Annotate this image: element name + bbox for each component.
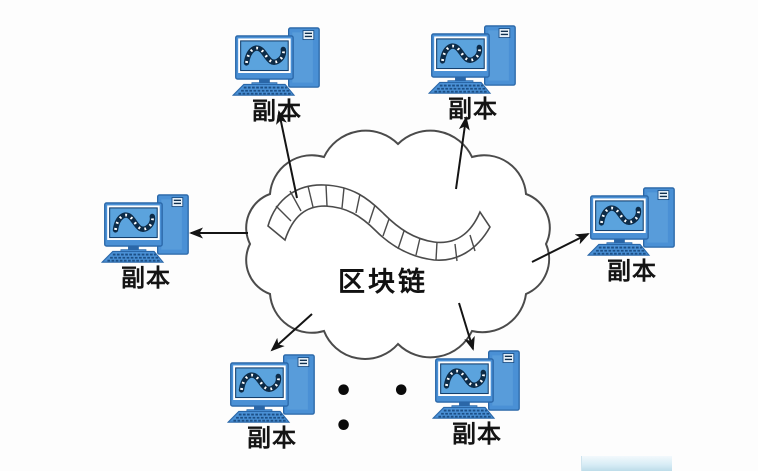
node-label: 副本 — [452, 420, 502, 448]
arrow-to-top-right — [455, 116, 470, 190]
cloud-label: 区块链 — [338, 267, 428, 298]
ellipsis-dots: • • • — [334, 374, 425, 444]
arrow-to-top-left — [276, 110, 298, 199]
node-label: 副本 — [247, 424, 297, 452]
computer-icon — [587, 187, 677, 257]
computer-icon — [432, 350, 522, 420]
node-bottom-right: 副本 — [431, 350, 523, 447]
arrow-to-right — [531, 233, 590, 263]
node-label: 副本 — [448, 95, 498, 123]
computer-icon — [227, 354, 317, 424]
node-bottom-left: 副本 — [226, 354, 318, 451]
node-top-right: 副本 — [427, 25, 519, 122]
node-right: 副本 — [586, 187, 678, 284]
node-left: 副本 — [100, 194, 192, 291]
computer-icon — [428, 25, 518, 95]
node-label: 副本 — [121, 264, 171, 292]
node-label: 副本 — [252, 97, 302, 125]
node-label: 副本 — [607, 257, 657, 285]
computer-icon — [232, 27, 322, 97]
node-top-left: 副本 — [231, 27, 323, 124]
chain-ribbon-icon — [267, 184, 491, 262]
arrow-to-bottom-left — [270, 313, 313, 352]
arrow-to-bottom-right — [458, 302, 475, 351]
computer-icon — [101, 194, 191, 264]
bottom-right-blue-fragment — [581, 456, 672, 471]
